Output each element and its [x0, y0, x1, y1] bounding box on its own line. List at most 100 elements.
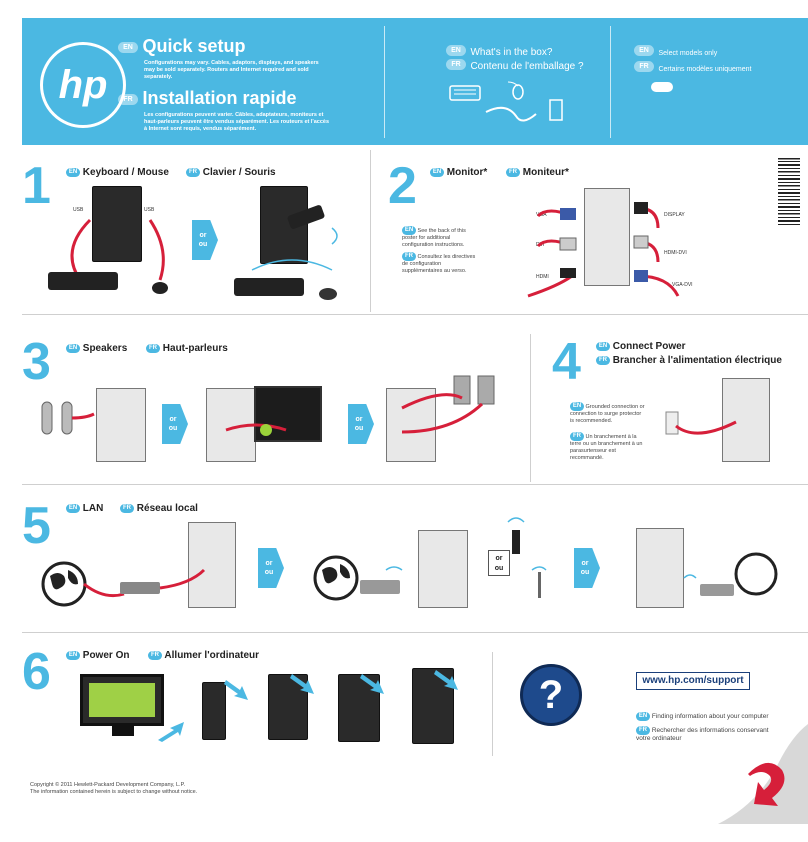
divider [22, 632, 808, 633]
globe-icon [313, 555, 359, 601]
router-icon [700, 584, 734, 596]
keyboard-icon [48, 272, 118, 290]
lang-badge-fr: FR [596, 355, 610, 365]
select-models: Select models only [658, 50, 718, 57]
lang-badge-en: EN [570, 402, 584, 411]
whats-in-box: What's in the box? [470, 47, 553, 58]
header-divider [384, 26, 385, 138]
or-text: or [169, 416, 177, 423]
lang-badge-en: EN [446, 45, 466, 57]
support-url[interactable]: www.hp.com/support [636, 672, 750, 690]
power-arrows [158, 670, 458, 742]
hdmi-dvi-label: HDMI-DVI [664, 250, 687, 256]
hp-logo: hp [40, 42, 126, 128]
lang-badge-fr: FR [186, 167, 200, 177]
installation-note: Les configurations peuvent varier. Câble… [144, 112, 330, 132]
lang-badge-en: EN [66, 503, 80, 513]
step-3-cable [225, 423, 287, 436]
installation-title: Installation rapide [142, 88, 297, 108]
wifi-adapter-icon [507, 517, 547, 598]
router-icon [120, 582, 160, 594]
notice: The information contained herein is subj… [30, 789, 198, 795]
divider [370, 150, 371, 312]
step-1-fr-label: Clavier / Souris [202, 167, 276, 178]
step-2-fr-label: Moniteur* [522, 167, 569, 178]
step-5-fr-label: Réseau local [136, 503, 198, 514]
arrow-icon [158, 722, 184, 742]
step-3-en-label: Speakers [82, 343, 128, 354]
keyboard-icon [234, 278, 304, 296]
step-3-number: 3 [22, 333, 51, 391]
usb-receiver-icon [287, 205, 325, 229]
vga-dvi-label: VGA-DVI [672, 282, 693, 288]
step-1-cables [48, 218, 168, 294]
arrow-icon [360, 674, 384, 694]
copyright: Copyright © 2011 Hewlett-Packard Develop… [30, 782, 186, 788]
tower-icon [92, 186, 142, 262]
lang-badge-en: EN [636, 712, 650, 721]
lang-badge-fr: FR [120, 503, 134, 513]
step-4-fr-label: Brancher à l'alimentation électrique [612, 355, 782, 366]
contenu-emballage: Contenu de l'emballage ? [470, 61, 584, 72]
step-4-note-fr: Un branchement à la terre ou un branchem… [570, 433, 643, 461]
header-banner: hp EN Quick setup Configurations may var… [22, 18, 808, 145]
lang-badge-en: EN [634, 45, 654, 57]
lang-badge-en: EN [596, 341, 610, 351]
power-outlet-icon [665, 411, 679, 435]
arrow-icon [224, 680, 248, 700]
step-5-number: 5 [22, 497, 51, 555]
header-divider-2 [610, 26, 611, 138]
or-text: or [495, 555, 503, 562]
lang-badge-en: EN [66, 343, 80, 353]
lan-cables [83, 568, 206, 598]
support-fr-text: Rechercher des informations conservant v… [636, 727, 769, 743]
monitor-cables [527, 202, 680, 298]
power-cable [665, 411, 737, 435]
ou-text: ou [198, 241, 208, 248]
footer: Copyright © 2011 Hewlett-Packard Develop… [30, 782, 197, 796]
step-6-en-label: Power On [82, 650, 130, 661]
page-curl [718, 724, 808, 824]
lang-badge-en: EN [66, 650, 80, 660]
tower-icon [584, 188, 630, 286]
step-2-note-en: See the back of this poster for addition… [402, 227, 466, 248]
or-text: or [265, 560, 273, 567]
question-icon: ? [520, 664, 582, 726]
divider [530, 334, 531, 482]
step-2-note-fr: Consultez les directives de configuratio… [402, 253, 476, 274]
speaker-icon [401, 375, 495, 434]
globe-icon [734, 552, 778, 596]
lang-badge-en: EN [118, 42, 138, 54]
tower-icon [722, 378, 770, 462]
display-label: DISPLAY [664, 212, 685, 218]
or-text: or [199, 232, 207, 239]
tower-icon [96, 388, 146, 462]
step-3-fr-label: Haut-parleurs [162, 343, 228, 354]
tower-icon [636, 528, 684, 608]
step-1-en-label: Keyboard / Mouse [82, 167, 169, 178]
lang-badge-fr: FR [118, 94, 138, 106]
step-2-en-label: Monitor* [446, 167, 488, 178]
step-4-note-en: Grounded connection or connection to sur… [570, 403, 645, 424]
or-arrow: or ou [348, 404, 374, 444]
or-text: or [581, 560, 589, 567]
hdmi-label: HDMI [536, 274, 549, 280]
or-text: or [355, 416, 363, 423]
tower-icon [386, 388, 436, 462]
step-6-fr-label: Allumer l'ordinateur [164, 650, 260, 661]
ou-text: ou [168, 425, 178, 432]
quick-setup-note: Configurations may vary. Cables, adaptor… [144, 60, 319, 80]
step-4-en-label: Connect Power [612, 341, 686, 352]
lang-badge-fr: FR [148, 650, 162, 660]
support-en-text: Finding information about your computer [651, 713, 769, 721]
tower-icon [202, 682, 226, 740]
lang-badge-fr: FR [506, 167, 520, 177]
wireless-devices [234, 205, 338, 300]
step-2-number: 2 [388, 157, 417, 215]
barcode [778, 158, 800, 225]
ou-text: ou [354, 425, 364, 432]
arrow-icon [290, 674, 314, 694]
quick-setup-title: Quick setup [142, 36, 246, 56]
